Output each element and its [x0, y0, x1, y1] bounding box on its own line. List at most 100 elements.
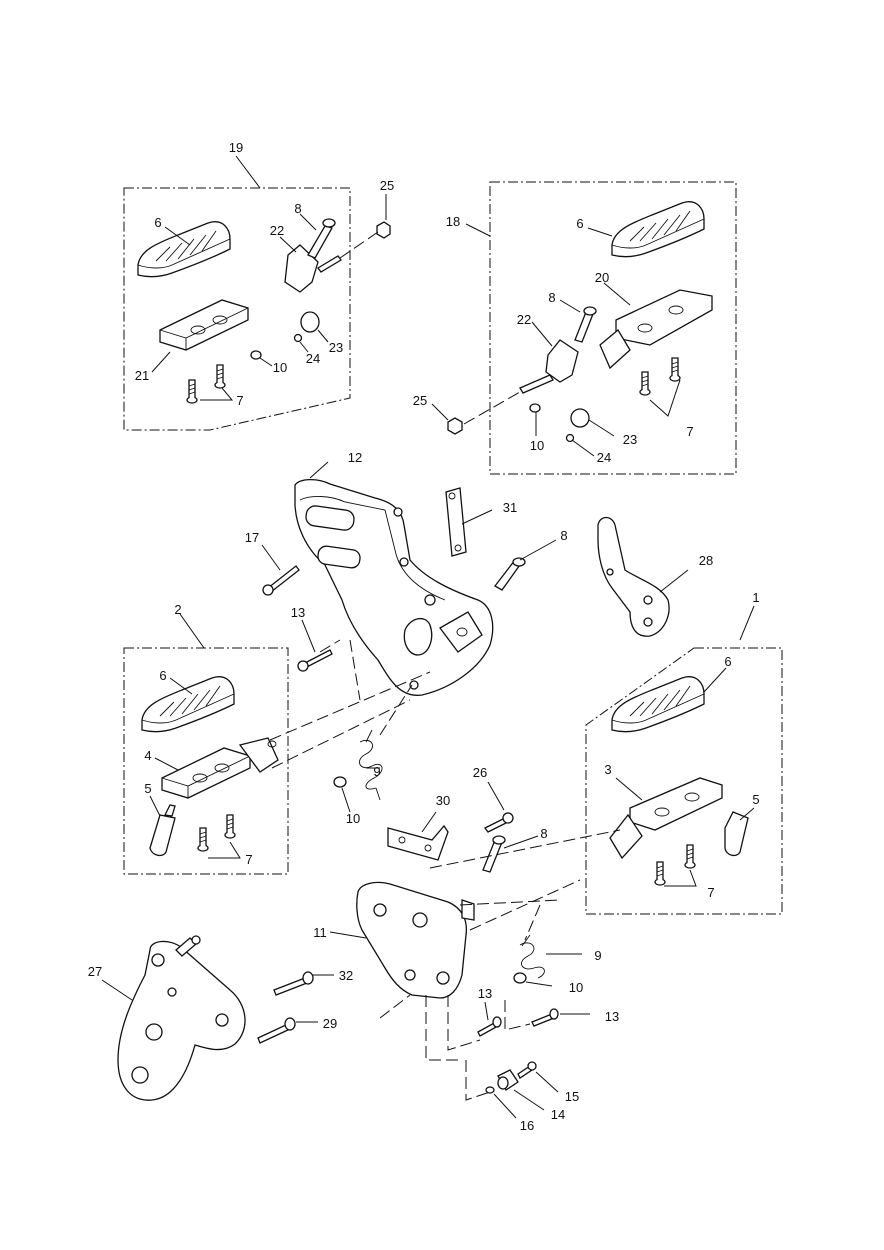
callout-26: 26 [473, 765, 487, 780]
callout-3: 3 [604, 762, 611, 777]
callout-24: 24 [597, 450, 611, 465]
plate-slot-icon [317, 545, 361, 569]
callout-10: 10 [273, 360, 287, 375]
callout-15: 15 [565, 1089, 579, 1104]
assembly-box-2 [123, 647, 289, 875]
callout-17: 17 [245, 530, 259, 545]
callout-7: 7 [236, 393, 243, 408]
mount-plate-icon [294, 478, 494, 696]
callout-32: 32 [339, 968, 353, 983]
threaded-stud-icon [519, 374, 554, 394]
callout-23: 23 [623, 432, 637, 447]
assembly-leaders [269, 639, 621, 1101]
callout-25: 25 [380, 178, 394, 193]
assembly-box-1 [585, 647, 783, 915]
peg-pivot-icon [599, 329, 631, 370]
callout-29: 29 [323, 1016, 337, 1031]
screw-icon [214, 364, 226, 389]
footrest-peg-icon [159, 299, 249, 351]
callout-7: 7 [707, 885, 714, 900]
nut-icon [376, 221, 391, 239]
washer-icon [333, 776, 347, 788]
callout-18: 18 [446, 214, 460, 229]
assembly-18: 18 6 20 8 22 25 10 23 24 7 [413, 181, 737, 475]
callout-6: 6 [154, 215, 161, 230]
callout-8: 8 [560, 528, 567, 543]
pivot-pin-icon [574, 311, 594, 343]
footrest-peg-icon [161, 747, 251, 799]
footrest-peg-icon [615, 289, 713, 346]
bracket-28: 28 [597, 516, 713, 637]
footrest-rubber-icon [611, 676, 705, 733]
washer-icon [513, 972, 527, 984]
plunger-icon [149, 814, 176, 857]
callout-10: 10 [346, 811, 360, 826]
detent-spring-icon [570, 408, 590, 428]
callout-4: 4 [144, 748, 151, 763]
callout-31: 31 [503, 500, 517, 515]
callout-20: 20 [595, 270, 609, 285]
callout-8: 8 [294, 201, 301, 216]
mount-plate-icon [356, 881, 468, 999]
screws-13: 13 13 [477, 986, 619, 1037]
assembly-box-18 [489, 181, 737, 475]
screw-icon [654, 861, 666, 886]
footrest-rubber-icon [137, 221, 231, 278]
callout-10: 10 [569, 980, 583, 995]
screw-icon [684, 844, 696, 869]
callout-22: 22 [517, 312, 531, 327]
screw-icon [224, 814, 236, 839]
ball-icon [293, 333, 303, 343]
spring-set-upper: 9 10 [333, 729, 383, 826]
callout-13: 13 [291, 605, 305, 620]
callout-6: 6 [576, 216, 583, 231]
footrest-rubber-icon [141, 676, 235, 733]
callout-10: 10 [530, 438, 544, 453]
stop-parts: 15 14 16 [485, 1061, 579, 1133]
plunger-icon [724, 811, 749, 857]
washer-icon [485, 1086, 495, 1094]
assembly-1: 1 6 3 5 7 [585, 590, 783, 915]
callout-23: 23 [329, 340, 343, 355]
screw-icon [197, 827, 209, 852]
callout-25: 25 [413, 393, 427, 408]
hanger-bracket-icon [284, 244, 319, 293]
callout-27: 27 [88, 964, 102, 979]
ball-icon [565, 433, 575, 443]
callout-2: 2 [174, 602, 181, 617]
callout-24: 24 [306, 351, 320, 366]
assembly-box-19 [123, 187, 351, 431]
callout-1: 1 [752, 590, 759, 605]
hanger-bracket-icon [545, 339, 579, 383]
bracket-31-icon [445, 487, 467, 557]
screw-icon [669, 357, 681, 382]
footrest-rubber-icon [611, 201, 705, 258]
spring-set-lower: 9 10 [513, 934, 602, 995]
callout-5: 5 [752, 792, 759, 807]
callout-9: 9 [373, 764, 380, 779]
callout-8: 8 [540, 826, 547, 841]
callout-28: 28 [699, 553, 713, 568]
callout-5: 5 [144, 781, 151, 796]
bracket-30: 30 26 8 [387, 765, 548, 873]
callout-7: 7 [686, 424, 693, 439]
detent-spring-icon [300, 311, 320, 333]
callout-13: 13 [478, 986, 492, 1001]
nut-icon [447, 417, 463, 435]
screw-icon [186, 379, 198, 404]
bracket-27: 27 [88, 935, 246, 1101]
callout-13: 13 [605, 1009, 619, 1024]
callout-11: 11 [313, 925, 327, 940]
callout-30: 30 [436, 793, 450, 808]
assembly-2: 2 6 4 5 7 [123, 602, 289, 875]
callout-19: 19 [229, 140, 243, 155]
callout-7: 7 [245, 852, 252, 867]
bracket-30-icon [387, 824, 449, 861]
callout-14: 14 [551, 1107, 565, 1122]
callout-21: 21 [135, 368, 149, 383]
washer-icon [250, 350, 262, 360]
bracket-27-icon [117, 940, 246, 1101]
callout-6: 6 [159, 668, 166, 683]
mount-plate-12: 12 31 8 17 13 [245, 450, 568, 696]
bolts-32-29: 32 29 [257, 968, 353, 1044]
